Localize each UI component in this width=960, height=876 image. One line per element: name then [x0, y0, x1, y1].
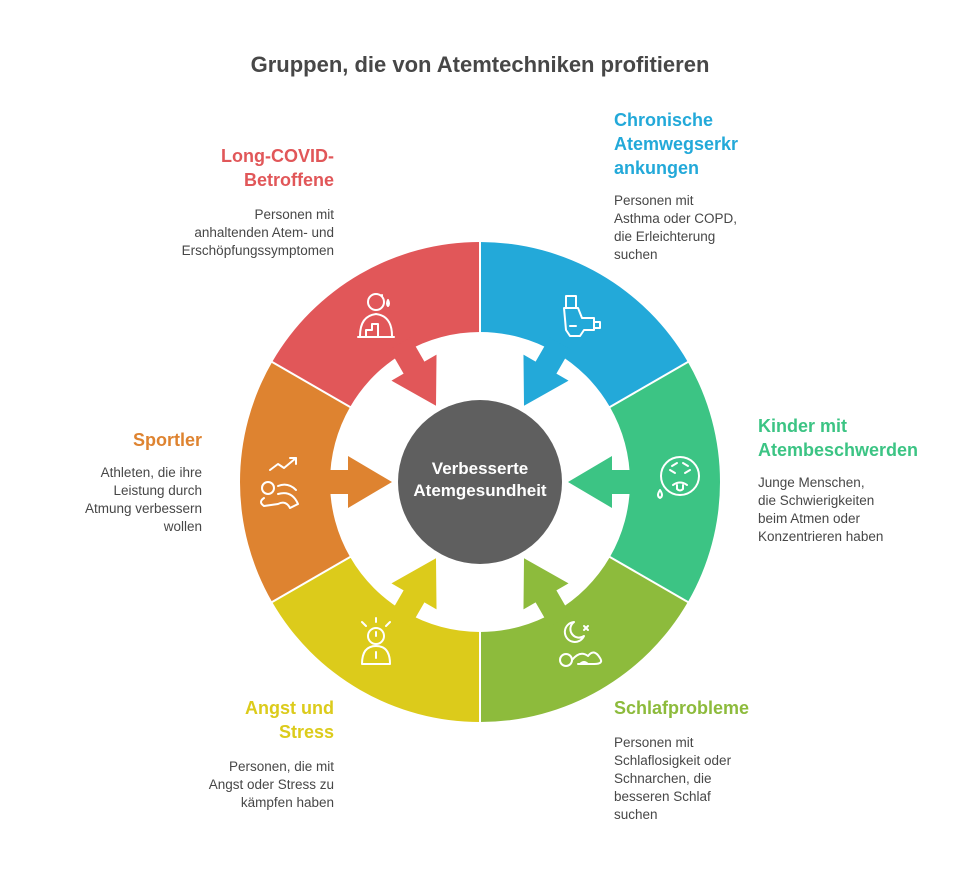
- arrow-sport: [320, 456, 392, 508]
- ring-segment-sport: [240, 362, 351, 602]
- arrow-covid: [389, 337, 437, 406]
- segment-divider: [269, 555, 353, 604]
- label-long-covid: Long-COVID- Betroffene: [221, 146, 334, 190]
- athlete-icon: [260, 457, 299, 509]
- segment-divider: [607, 555, 691, 604]
- sleep-icon: [559, 621, 603, 667]
- desc-angst: Personen, die mit Angst oder Stress zu k…: [208, 759, 334, 810]
- arrow-schlaf: [523, 558, 571, 627]
- ring-segment-chronic: [480, 242, 688, 407]
- arrow-angst: [389, 558, 437, 627]
- arrow-chronic: [523, 337, 571, 406]
- center-circle: [398, 400, 562, 564]
- sick-face-icon: [657, 456, 700, 499]
- page-title: Gruppen, die von Atemtechniken profitier…: [250, 52, 710, 77]
- ring-segment-kinder: [609, 362, 720, 602]
- sick-person-icon: [357, 293, 395, 338]
- label-sportler: Sportler: [132, 430, 202, 450]
- label-chronic: Chronische Atemwegserkr ankungen: [614, 110, 739, 178]
- label-kinder: Kinder mit Atembeschwerden: [758, 416, 919, 460]
- ring-segment-schlaf: [480, 557, 688, 722]
- desc-sportler: Athleten, die ihre Leistung durch Atmung…: [84, 465, 202, 534]
- inhaler-icon: [563, 295, 601, 337]
- desc-long-covid: Personen mit anhaltenden Atem- und Ersch…: [181, 207, 334, 258]
- desc-chronic: Personen mit Asthma oder COPD, die Erlei…: [614, 193, 738, 262]
- segment-divider: [269, 360, 353, 409]
- desc-kinder: Junge Menschen, die Schwierigkeiten beim…: [758, 475, 884, 544]
- desc-schlaf: Personen mit Schlaflosigkeit oder Schnar…: [614, 735, 732, 822]
- stressed-person-icon: [361, 617, 391, 665]
- arrow-kinder: [568, 456, 640, 508]
- label-angst: Angst und Stress: [245, 698, 334, 742]
- ring-segment-angst: [272, 557, 480, 722]
- segment-divider: [607, 360, 691, 409]
- label-schlaf: Schlafprobleme: [614, 698, 750, 718]
